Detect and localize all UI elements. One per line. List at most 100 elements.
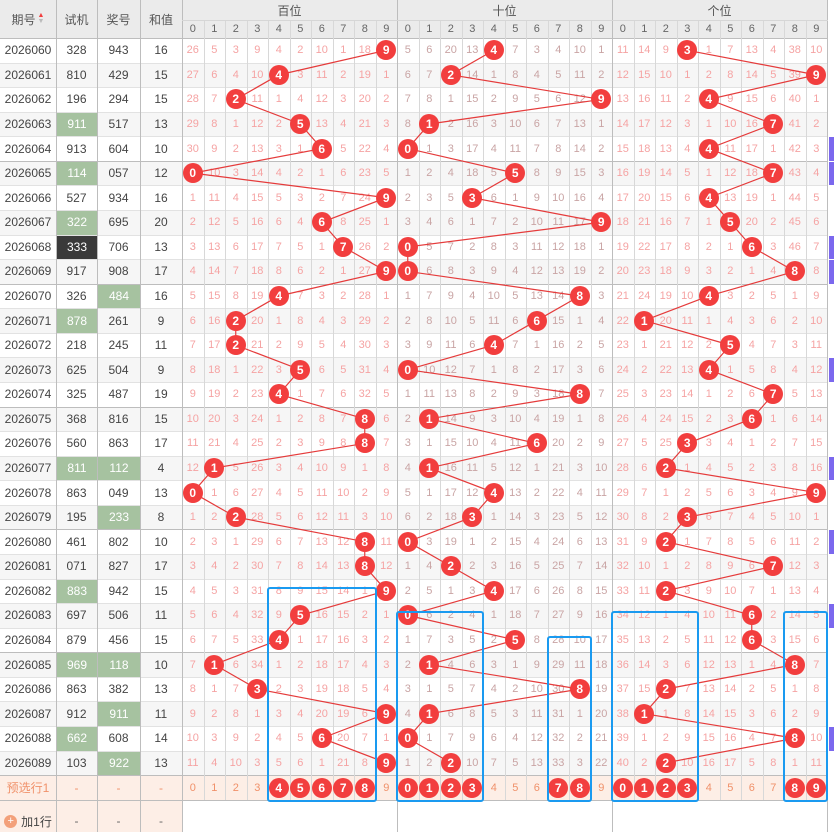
miss-count: 22 [552,486,565,499]
miss-count: 27 [616,437,629,450]
drawn-ball: 4 [268,64,289,85]
preselect-dash: - [74,780,79,795]
preselect-digit[interactable]: 7 [770,781,777,794]
miss-count: 5 [340,142,347,155]
miss-count: 10 [638,560,651,573]
selection-box[interactable] [546,635,592,803]
miss-count: 2 [232,560,239,573]
preselect-ball[interactable]: 5 [290,777,311,798]
selection-box[interactable] [783,611,828,803]
miss-count: 3 [340,93,347,106]
miss-count: 8 [189,683,196,696]
sum-cell: 11 [154,706,168,721]
drawn-ball: 6 [311,138,332,159]
preselect-ball[interactable]: 0 [612,777,633,798]
miss-count: 6 [533,117,540,130]
preselect-ball[interactable]: 1 [419,777,440,798]
preselect-digit[interactable]: 9 [598,781,605,794]
miss-count: 4 [232,191,239,204]
preselect-digit[interactable]: 6 [748,781,755,794]
miss-count: 16 [638,93,651,106]
miss-count: 22 [638,240,651,253]
miss-count: 8 [426,314,433,327]
miss-count: 5 [533,93,540,106]
preselect-digit[interactable]: 6 [533,781,540,794]
preselect-digit[interactable]: 2 [232,781,239,794]
add-row-button[interactable]: +加1行 [0,810,56,832]
preselect-ball[interactable]: 7 [548,777,569,798]
miss-count: 6 [404,511,411,524]
miss-count: 1 [684,68,691,81]
miss-count: 3 [469,584,476,597]
miss-count: 15 [208,289,221,302]
miss-count: 4 [770,658,777,671]
row-marker [829,260,834,284]
miss-count: 25 [552,560,565,573]
preselect-ball[interactable]: 3 [462,777,483,798]
miss-count: 4 [598,314,605,327]
preselect-digit[interactable]: 9 [383,781,390,794]
miss-count: 7 [813,240,820,253]
miss-count: 4 [576,486,583,499]
preselect-ball[interactable]: 2 [440,777,461,798]
preselect-ball[interactable]: 8 [569,777,590,798]
miss-count: 1 [490,68,497,81]
preselect-digit[interactable]: 5 [512,781,519,794]
miss-count: 6 [555,93,562,106]
miss-count: 5 [232,461,239,474]
preselect-ball[interactable]: 9 [806,777,827,798]
preselect-ball[interactable]: 4 [268,777,289,798]
preselect-ball[interactable]: 6 [311,777,332,798]
row-marker [829,358,834,382]
preselect-digit[interactable]: 4 [705,781,712,794]
preselect-ball[interactable]: 1 [634,777,655,798]
miss-count: 4 [297,461,304,474]
header-digit: 2 [655,20,677,38]
preselect-digit[interactable]: 0 [189,781,196,794]
miss-count: 33 [616,584,629,597]
preselect-ball[interactable]: 2 [655,777,676,798]
miss-count: 2 [426,511,433,524]
selection-box[interactable] [396,611,484,803]
preselect-digit[interactable]: 3 [254,781,261,794]
preselect-ball[interactable]: 7 [333,777,354,798]
selection-box[interactable] [267,586,377,803]
miss-count: 7 [297,289,304,302]
preselect-digit[interactable]: 4 [490,781,497,794]
miss-count: 1 [533,461,540,474]
header-period[interactable]: 期号 ▲▼ [0,0,56,38]
miss-count: 4 [770,486,777,499]
miss-count: 3 [383,339,390,352]
preselect-ball[interactable]: 0 [397,777,418,798]
miss-count: 6 [791,412,798,425]
miss-count: 6 [426,265,433,278]
preselect-digit[interactable]: 1 [211,781,218,794]
header-digit: 8 [569,20,591,38]
miss-count: 20 [251,314,264,327]
drawn-ball: 1 [204,654,225,675]
sort-icon[interactable]: ▲▼ [37,12,45,25]
miss-count: 17 [573,216,586,229]
miss-count: 2 [598,142,605,155]
miss-count: 5 [490,461,497,474]
miss-count: 5 [641,437,648,450]
miss-count: 2 [275,117,282,130]
miss-count: 11 [208,191,220,204]
add-row-label: 加1行 [21,814,52,829]
preselect-ball[interactable]: 8 [784,777,805,798]
miss-count: 8 [770,363,777,376]
period-cell: 2026086 [4,682,52,697]
miss-count: 16 [745,117,758,130]
miss-count: 20 [616,265,629,278]
drawn-ball: 4 [698,138,719,159]
miss-count: 10 [315,461,328,474]
header-digit: 7 [762,20,784,38]
miss-count: 2 [512,683,519,696]
miss-count: 4 [641,412,648,425]
selection-box[interactable] [611,611,699,803]
preselect-digit[interactable]: 5 [727,781,734,794]
preselect-ball[interactable]: 8 [354,777,375,798]
sum-cell: 8 [157,510,165,525]
miss-count: 11 [617,44,629,57]
preselect-ball[interactable]: 3 [677,777,698,798]
